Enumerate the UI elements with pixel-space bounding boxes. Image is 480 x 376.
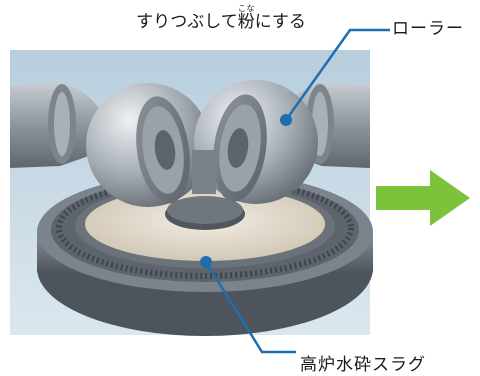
left-roller [86,83,210,207]
right-roller [194,80,318,204]
left-arm [10,82,108,168]
caption-prefix: すりつぶして [136,12,238,32]
right-arrow-icon [376,170,470,226]
caption-suffix: にする [254,12,306,32]
caption-kanji: 粉 [237,12,255,32]
slag-label: 高炉水砕スラグ [300,355,426,375]
center-shaft [192,150,216,194]
caption-ruby: 粉こな [237,4,255,32]
roller-leader [280,28,390,126]
caption-reading: こな [237,4,255,13]
grinding-table [37,172,373,336]
slag-leader [200,256,296,354]
process-caption: すりつぶして粉こなにする [126,4,316,31]
roller-label: ローラー [392,19,464,39]
